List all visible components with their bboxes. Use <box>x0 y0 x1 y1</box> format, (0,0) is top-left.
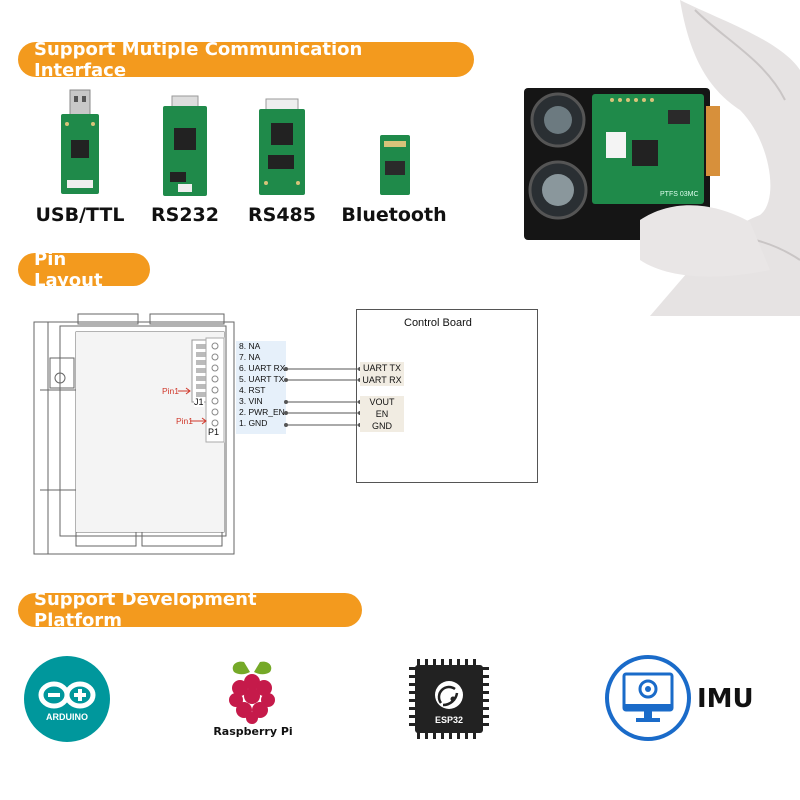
control-board-pin: GND <box>360 420 404 432</box>
pin-label: 2. PWR_EN <box>239 407 285 417</box>
interfaces-section-title: Support Mutiple Communication Interface <box>18 39 474 81</box>
esp32-chip-logo: ESP32 <box>409 659 489 739</box>
connector-p1-label: P1 <box>208 427 220 437</box>
pin-label: 3. VIN <box>239 396 263 406</box>
pin-label: 6. UART RX <box>239 363 286 373</box>
interface-label-usb-ttl: USB/TTL <box>35 204 125 226</box>
imu-label: IMU <box>697 684 754 714</box>
pin1-arrow-p1 <box>190 417 207 425</box>
interface-label-rs232: RS232 <box>151 204 219 226</box>
pin-layout-section-title: Pin Layout <box>18 249 150 291</box>
usb-ttl-board-image <box>61 89 99 194</box>
arduino-wordmark: ARDUINO <box>46 712 88 722</box>
pin-label: 5. UART TX <box>239 374 285 384</box>
control-board-pin: UART TX <box>360 362 404 374</box>
control-board-pin: EN <box>360 408 404 420</box>
raspberry-pi-logo <box>229 661 275 724</box>
pin-label: 1. GND <box>239 418 268 428</box>
pin-label: 7. NA <box>239 352 261 362</box>
bluetooth-board-image <box>380 135 410 195</box>
platform-section-title: Support Development Platform <box>18 589 362 631</box>
module-silkscreen-text: PTFS 03MC <box>660 191 699 198</box>
pin1-label-j1: Pin1 <box>162 386 180 396</box>
rs232-board-image <box>163 95 207 196</box>
esp32-wordmark: ESP32 <box>435 715 463 725</box>
pin1-arrow-j1 <box>178 387 191 395</box>
pin-label: 8. NA <box>239 341 261 351</box>
control-board-box <box>356 309 538 483</box>
imu-monitor-icon <box>605 655 691 741</box>
rangefinder-module-photo: PTFS 03MC <box>524 0 800 316</box>
control-board-title: Control Board <box>404 317 472 329</box>
control-board-pin: VOUT <box>360 396 404 408</box>
interface-label-bluetooth: Bluetooth <box>341 204 447 226</box>
interface-label-rs485: RS485 <box>248 204 316 226</box>
control-board-pin: UART RX <box>360 374 404 386</box>
connector-j1-label: J1 <box>194 397 204 407</box>
arduino-logo: ARDUINO <box>24 656 110 742</box>
pin1-label-p1: Pin1 <box>176 416 194 426</box>
pin-label: 4. RST <box>239 385 266 395</box>
module-outline-drawing <box>33 313 235 555</box>
module-pin-list: 8. NA 7. NA 6. UART RX 5. UART TX 4. RST… <box>236 341 286 434</box>
raspberry-pi-label: Raspberry Pi <box>213 725 293 738</box>
rs485-board-image <box>259 98 305 195</box>
